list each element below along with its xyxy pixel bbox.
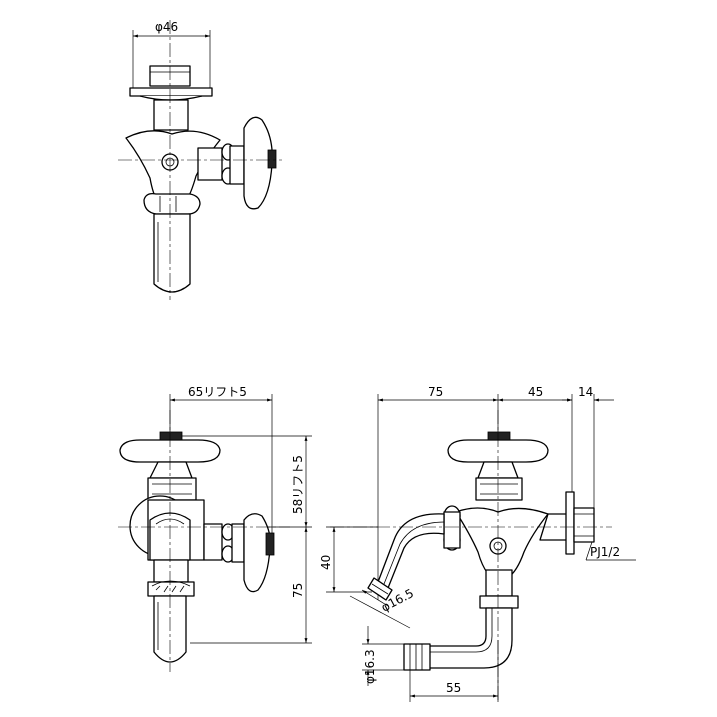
- dim-side-width-14: 14: [578, 385, 593, 399]
- dim-outlet-width: 55: [446, 681, 461, 695]
- dim-front-lower-height: 75: [291, 583, 305, 598]
- dim-front-height-lift: 58リフト5: [291, 455, 305, 514]
- front-view: 65リフト5 58リフト5 75: [118, 385, 312, 672]
- dim-outlet-diameter: φ16.3: [363, 649, 377, 684]
- dim-side-width-45: 45: [528, 385, 543, 399]
- dim-side-width-75: 75: [428, 385, 443, 399]
- label-thread-spec: PJ1/2: [590, 545, 620, 559]
- dim-front-width-lift: 65リフト5: [188, 385, 247, 399]
- dim-side-offset: 40: [319, 555, 333, 570]
- side-view: 75 45 14 40 PJ1/2: [319, 385, 636, 702]
- dim-top-diameter: φ46: [155, 20, 178, 34]
- top-view: φ46: [118, 20, 282, 300]
